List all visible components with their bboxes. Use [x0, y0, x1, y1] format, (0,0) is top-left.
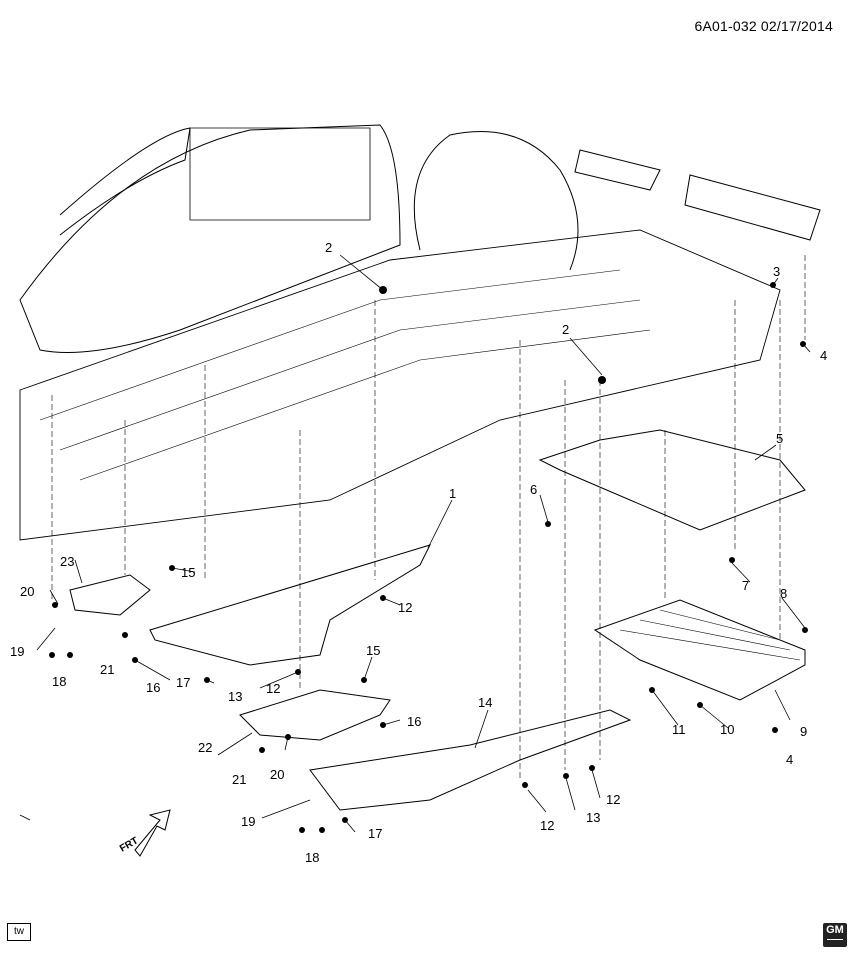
- callout-15: 15: [366, 643, 380, 658]
- callout-5: 5: [776, 431, 783, 446]
- front-direction-arrow: [134, 809, 171, 857]
- callout-11: 11: [672, 722, 686, 737]
- callout-3: 3: [773, 264, 780, 279]
- gm-logo-text: GM: [826, 924, 844, 936]
- wheel-well: [413, 131, 579, 271]
- callout-1: 1: [449, 486, 456, 501]
- callout-9: 9: [800, 724, 807, 739]
- callout-12: 12: [606, 792, 620, 807]
- part-23-shield: [69, 574, 151, 616]
- callout-13: 13: [586, 810, 600, 825]
- part-5-shield: [538, 429, 806, 531]
- part-1-shield: [149, 544, 431, 666]
- part-22-shield: [239, 689, 391, 741]
- callout-21: 21: [232, 772, 246, 787]
- callout-7: 7: [742, 578, 749, 593]
- callout-22: 22: [198, 740, 212, 755]
- callout-2: 2: [562, 322, 569, 337]
- front-grille: [574, 149, 821, 241]
- callout-19: 19: [10, 644, 24, 659]
- callout-12: 12: [398, 600, 412, 615]
- callout-17: 17: [176, 675, 190, 690]
- callout-18: 18: [305, 850, 319, 865]
- callout-12: 12: [266, 681, 280, 696]
- tw-badge: tw: [7, 923, 31, 941]
- part-14-shield: [309, 709, 632, 811]
- callout-18: 18: [52, 674, 66, 689]
- callout-14: 14: [478, 695, 492, 710]
- vehicle-underbody: [19, 229, 781, 541]
- callout-20: 20: [270, 767, 284, 782]
- callout-13: 13: [228, 689, 242, 704]
- callout-8: 8: [780, 586, 787, 601]
- callout-20: 20: [20, 584, 34, 599]
- callout-12: 12: [540, 818, 554, 833]
- vehicle-body-outline: [19, 124, 401, 353]
- callout-23: 23: [60, 554, 74, 569]
- part-9-shield: [593, 599, 806, 701]
- callout-4: 4: [786, 752, 793, 767]
- callout-19: 19: [241, 814, 255, 829]
- callout-21: 21: [100, 662, 114, 677]
- callout-4: 4: [820, 348, 827, 363]
- callout-6: 6: [530, 482, 537, 497]
- callout-15: 15: [181, 565, 195, 580]
- diagram-code-date: 6A01-032 02/17/2014: [694, 18, 833, 34]
- gm-logo-icon: GM: [823, 923, 847, 947]
- callout-16: 16: [407, 714, 421, 729]
- callout-16: 16: [146, 680, 160, 695]
- callout-2: 2: [325, 240, 332, 255]
- callout-17: 17: [368, 826, 382, 841]
- callout-10: 10: [720, 722, 734, 737]
